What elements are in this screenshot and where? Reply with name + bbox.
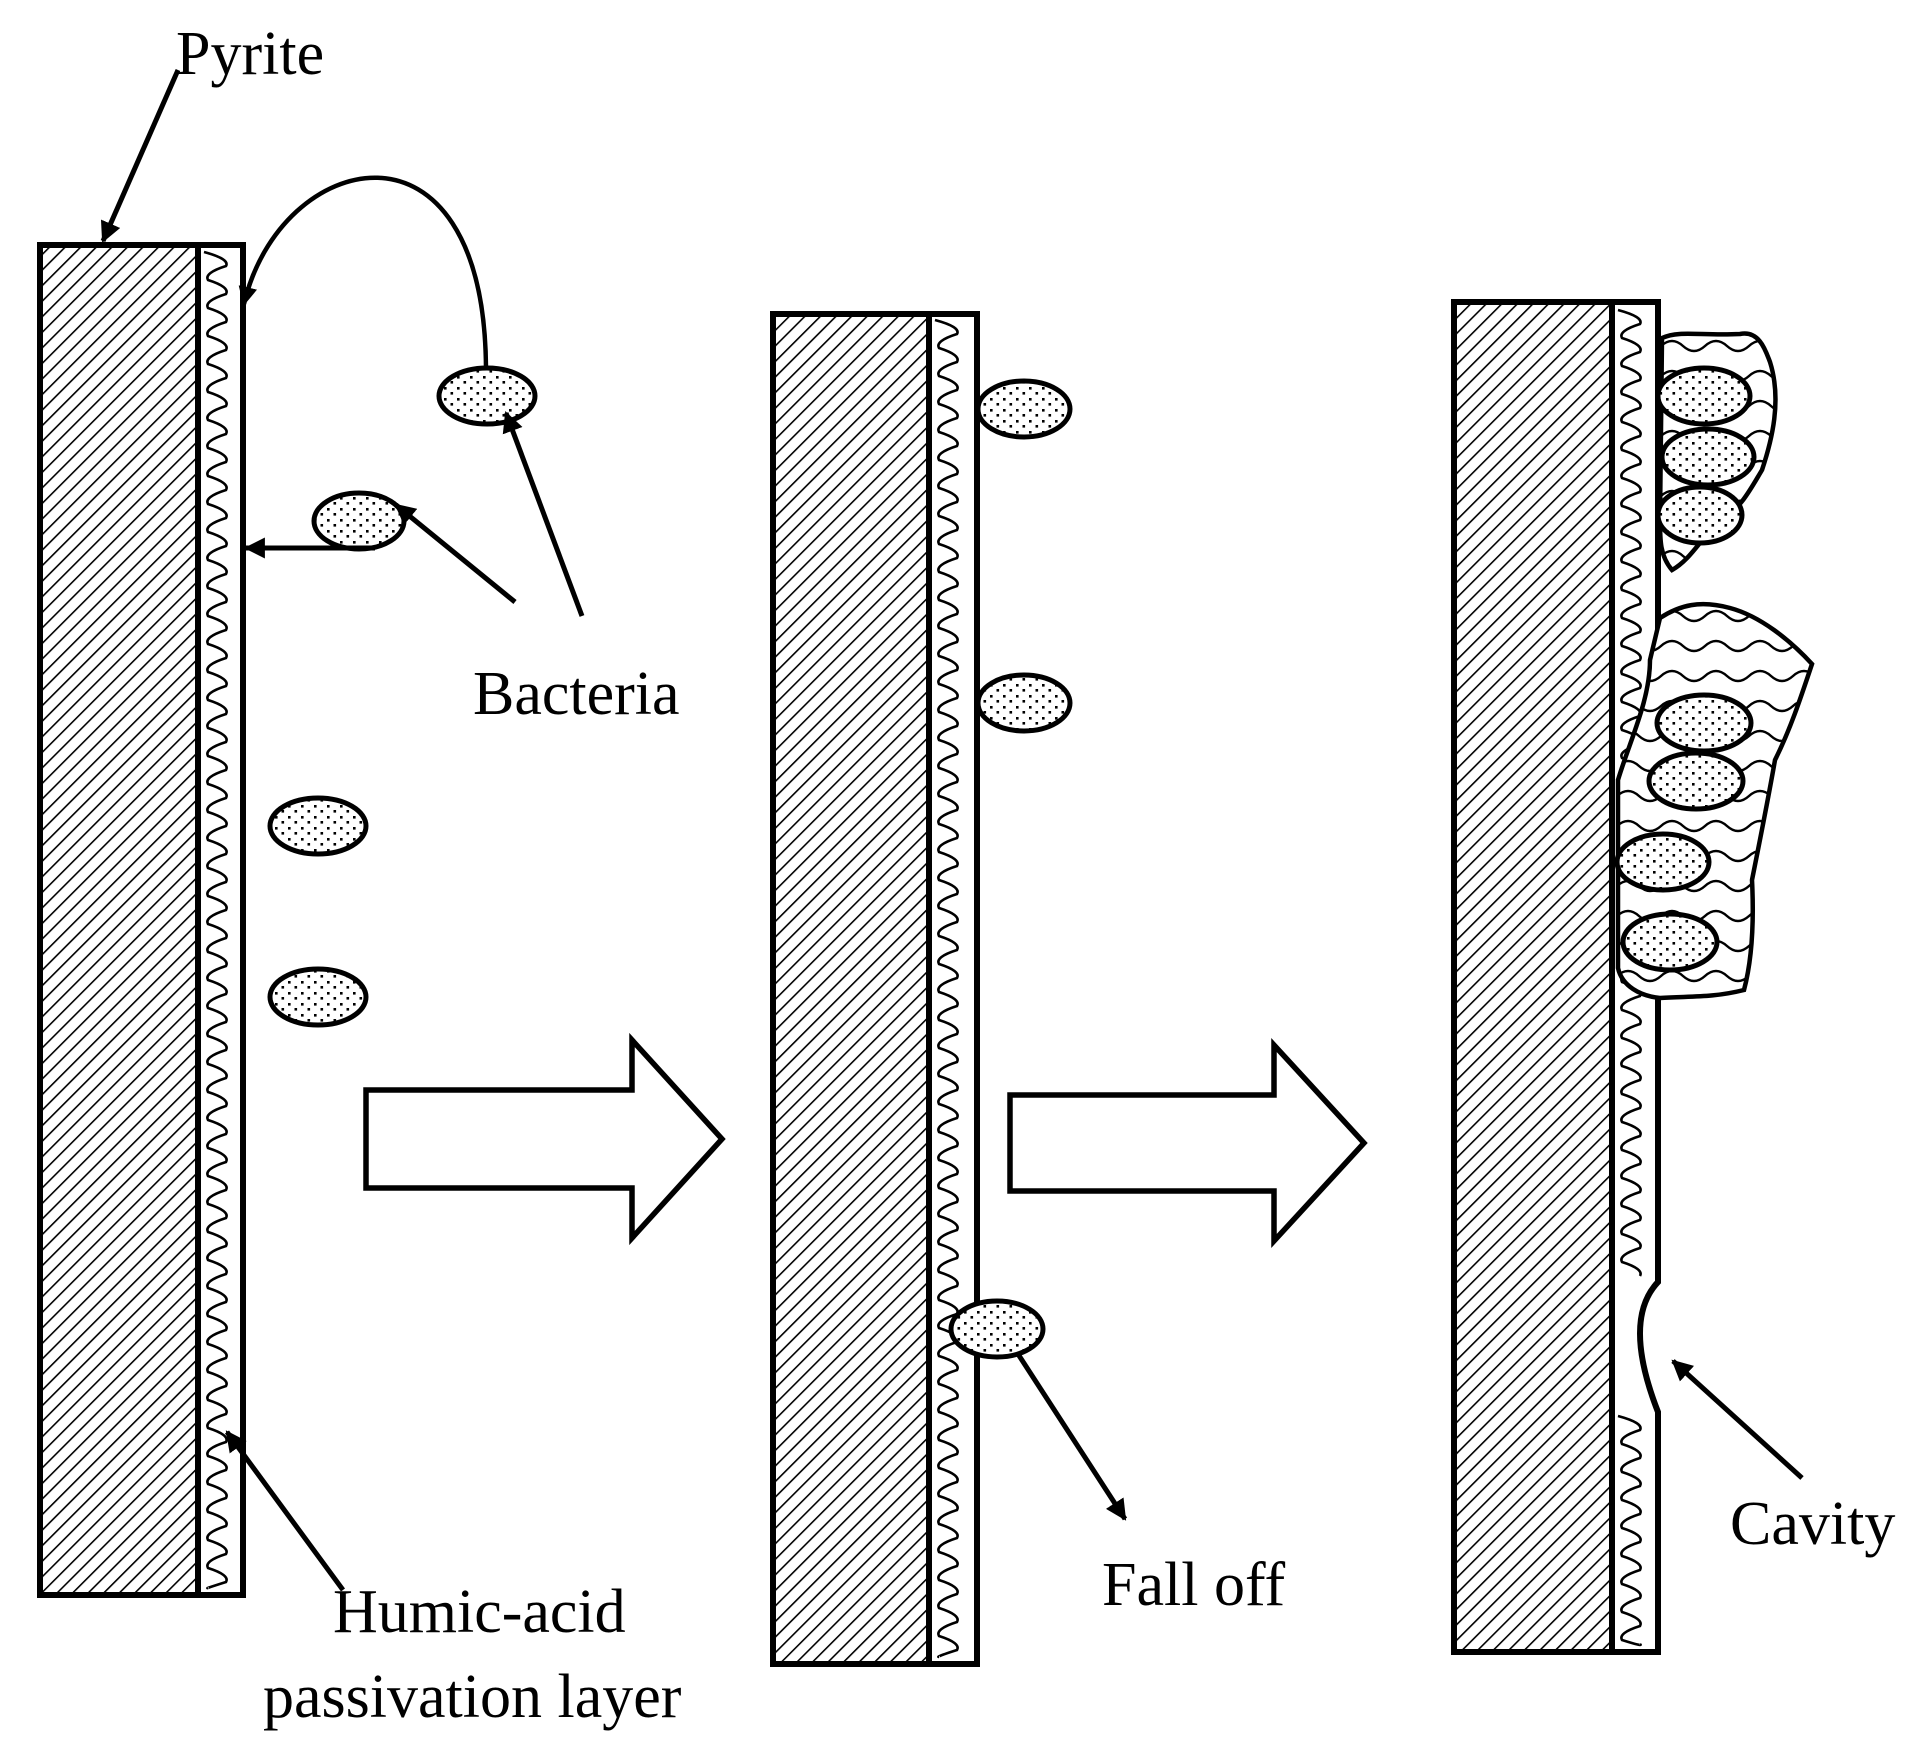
- bacterium: [1655, 484, 1745, 546]
- bacterium: [267, 795, 369, 857]
- fall-off-label: Fall off: [1102, 1551, 1285, 1619]
- bacteria-trajectory-arrow: [238, 175, 489, 369]
- bacteria-pointer-arrow: [394, 503, 517, 604]
- passivation-texture: [203, 250, 228, 1590]
- bacterium: [1655, 365, 1753, 427]
- bacterium: [436, 365, 538, 427]
- bacterium: [1614, 831, 1712, 893]
- humic-acid-label-line1: Humic-acid: [333, 1578, 626, 1646]
- cavity-pointer-arrow: [1671, 1359, 1804, 1480]
- panel-biofilm: Cavity: [1451, 299, 1895, 1655]
- process-arrow: [363, 1032, 726, 1246]
- bacterium: [267, 966, 369, 1028]
- bacterium: [1646, 750, 1746, 812]
- passivation-pointer-arrow: [224, 1430, 346, 1592]
- process-arrow: [1007, 1037, 1368, 1249]
- passivation-texture: [1617, 1414, 1642, 1647]
- panel-initial: Pyrite Bacteria Humic-acid passivation l…: [37, 20, 682, 1731]
- pyrite-block: [770, 311, 932, 1667]
- pyrite-label: Pyrite: [176, 20, 324, 88]
- bacterium: [311, 490, 407, 552]
- pyrite-pointer-arrow: [100, 68, 181, 243]
- bacterium: [1659, 426, 1757, 488]
- passivation-texture: [934, 318, 959, 1659]
- panel-attachment: Fall off: [770, 311, 1285, 1667]
- pyrite-block: [37, 242, 201, 1598]
- pyrite-block: [1451, 299, 1615, 1655]
- fall-off-arrow: [1015, 1352, 1128, 1521]
- humic-acid-layer: [195, 242, 246, 1598]
- bacterium: [975, 378, 1073, 440]
- humic-acid-layer: [926, 311, 980, 1667]
- cavity-label: Cavity: [1730, 1490, 1895, 1558]
- bacteria-pointer-arrow: [502, 411, 585, 617]
- bacterium: [975, 672, 1073, 734]
- bacterium: [1654, 692, 1754, 754]
- bacterium: [948, 1298, 1046, 1360]
- bacterium: [1620, 911, 1720, 973]
- bacteria-label: Bacteria: [473, 660, 680, 728]
- humic-acid-label-line2: passivation layer: [263, 1663, 682, 1731]
